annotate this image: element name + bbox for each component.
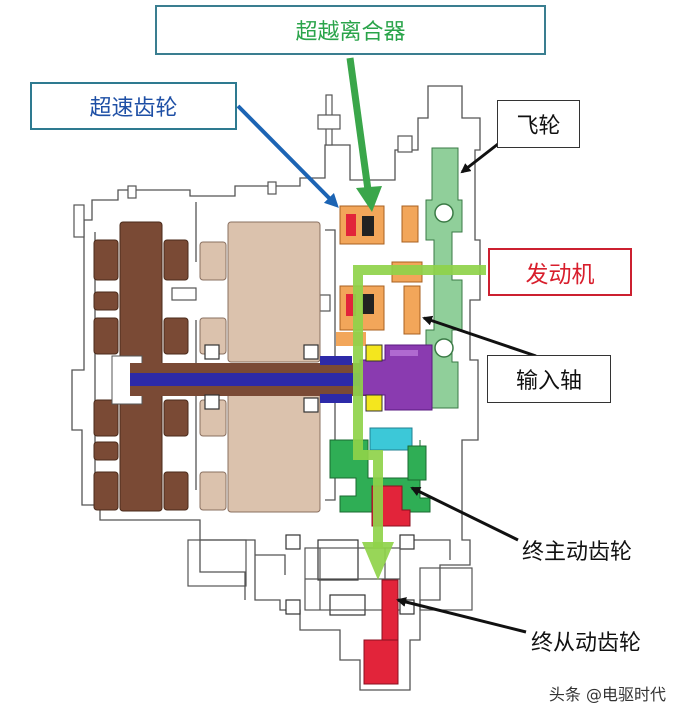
overdrive-gear-label: 超速齿轮: [30, 82, 237, 130]
input-shaft-pointer: [422, 315, 537, 358]
power-flow-arrow: [353, 265, 486, 580]
engine-label: 发动机: [488, 248, 632, 296]
final-driven-gear-label: 终从动齿轮: [531, 631, 642, 656]
bolts: [73, 94, 413, 312]
final-driven-gear-shape: [363, 579, 399, 685]
final-drive-gear-pointer: [410, 486, 519, 542]
input-hub: [359, 344, 433, 412]
bearings: [204, 344, 415, 616]
overdrive-gear-pointer: [236, 104, 339, 208]
flywheel: [425, 147, 463, 409]
brown-motor-stack: [93, 221, 189, 512]
flywheel-pointer: [460, 142, 499, 174]
overrunning-clutch-label: 超越离合器: [155, 5, 546, 55]
tan-motor-stator: [199, 221, 321, 513]
input-shaft-label: 输入轴: [487, 355, 611, 403]
watermark: 头条 @电驱时代: [548, 685, 666, 704]
final-drive-gear-label: 终主动齿轮: [522, 540, 633, 565]
overrunning-clutch-pointer: [346, 57, 382, 212]
final-driven-gear-pointer: [396, 597, 527, 634]
flywheel-label: 飞轮: [497, 100, 580, 148]
